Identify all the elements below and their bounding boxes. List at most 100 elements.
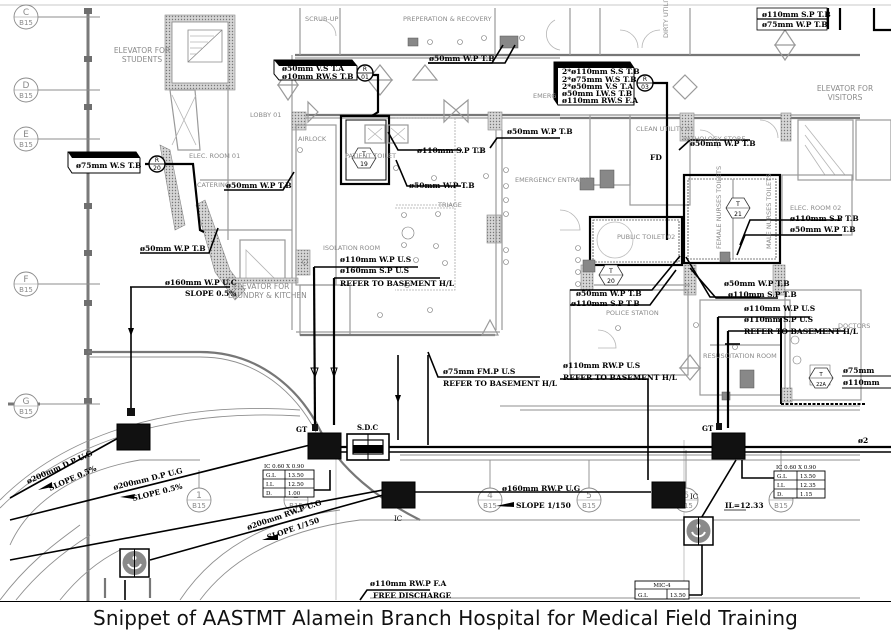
building-walls <box>159 8 891 405</box>
svg-text:PATIENT TOILET: PATIENT TOILET <box>345 152 396 160</box>
room-labels: SCRUB-UP PREPERATION & RECOVERY DIRTY UT… <box>114 0 873 360</box>
svg-text:MALE NURSES TOILETS: MALE NURSES TOILETS <box>765 174 773 249</box>
svg-text:T: T <box>735 201 740 208</box>
svg-text:ø110mm S.P T.B: ø110mm S.P T.B <box>571 299 640 308</box>
callout-top-right: ø110mm S.P T.B ø75mm W.P T.B <box>756 7 831 31</box>
rain-water-outlet-2 <box>119 548 150 578</box>
svg-text:PREPERATION & RECOVERY: PREPERATION & RECOVERY <box>403 15 492 23</box>
ic-table-2: IC 0.60 X 0.90 G.L 13.50 I.L 12.35 D. 1.… <box>773 465 826 499</box>
svg-text:R: R <box>155 157 159 164</box>
grid-bubble-5: 5 B15 <box>576 487 602 513</box>
riser-callout-r03: 2*ø110mm S.S T.B 2*ø75mm W.S T.B 2*ø50mm… <box>553 61 640 106</box>
svg-text:RESUSCITATION ROOM: RESUSCITATION ROOM <box>703 352 777 360</box>
svg-text:2*ø75mm W.S T.B: 2*ø75mm W.S T.B <box>562 75 637 84</box>
grid-bubble-G: G B15 <box>13 393 39 419</box>
svg-text:13.50: 13.50 <box>288 473 304 479</box>
slope-arrows <box>38 482 514 540</box>
svg-text:IC: IC <box>394 515 402 523</box>
svg-text:ø110mm S.P U.S: ø110mm S.P U.S <box>744 315 813 324</box>
svg-text:B15: B15 <box>582 502 596 510</box>
svg-text:SCRUB-UP: SCRUB-UP <box>305 15 339 23</box>
svg-text:20: 20 <box>153 165 161 172</box>
svg-text:03: 03 <box>641 84 649 91</box>
svg-text:ELEC. ROOM 02: ELEC. ROOM 02 <box>790 204 841 212</box>
gully-trap-1: GT <box>296 424 342 460</box>
svg-text:IC: IC <box>690 493 698 501</box>
grid-bubble-E: E B15 <box>13 126 39 152</box>
pipe-labels: ø50mm W.P T.B ø50mm W.P T.B ø110mm S.P T… <box>25 54 891 600</box>
svg-text:B15: B15 <box>19 408 33 416</box>
svg-text:R: R <box>643 76 647 83</box>
svg-text:CLEAN UTILITY 01: CLEAN UTILITY 01 <box>636 125 694 133</box>
svg-text:13.50: 13.50 <box>670 593 686 599</box>
mic-table: MIC-4 G.L 13.50 <box>634 580 690 600</box>
svg-text:IL=12.33: IL=12.33 <box>725 501 764 510</box>
svg-text:VISITORS: VISITORS <box>828 93 863 102</box>
svg-text:ø110mm RW.P F.A: ø110mm RW.P F.A <box>370 579 447 588</box>
svg-text:ø2: ø2 <box>858 436 868 445</box>
riser-callout-r01: ø50mm V.S T.A ø10mm RW.S T.B <box>273 59 358 81</box>
svg-text:ø50mm W.P T.B: ø50mm W.P T.B <box>429 54 495 63</box>
svg-text:21: 21 <box>734 211 742 218</box>
svg-text:01: 01 <box>361 74 369 81</box>
svg-text:ø50mm W.P T.B: ø50mm W.P T.B <box>724 279 790 288</box>
svg-text:DIRTY UTILITY: DIRTY UTILITY <box>662 0 670 38</box>
riser-tag-r01: R 01 <box>356 64 374 82</box>
svg-text:GT: GT <box>296 425 308 434</box>
svg-text:B15: B15 <box>19 286 33 294</box>
svg-text:SLOPE 1/150: SLOPE 1/150 <box>516 501 571 510</box>
svg-text:B15: B15 <box>19 92 33 100</box>
svg-text:ELEC. ROOM 01: ELEC. ROOM 01 <box>189 152 240 160</box>
svg-text:ø50mm W.P T.B: ø50mm W.P T.B <box>690 139 756 148</box>
svg-text:ELEVATOR FOR: ELEVATOR FOR <box>233 282 289 291</box>
svg-text:1.00: 1.00 <box>288 491 301 497</box>
svg-text:D.: D. <box>266 491 272 497</box>
svg-text:B15: B15 <box>774 502 788 510</box>
ic-table-1: IC 0.60 X 0.90 G.L 13.50 I.L 12.50 D. 1.… <box>262 464 315 498</box>
svg-text:B15: B15 <box>19 19 33 27</box>
svg-text:B15: B15 <box>192 502 206 510</box>
svg-text:19: 19 <box>360 161 368 168</box>
grid-bubble-C: C B15 <box>13 4 39 30</box>
svg-text:GT: GT <box>702 424 714 433</box>
svg-text:6: 6 <box>683 491 689 501</box>
svg-text:ELEVATOR FOR: ELEVATOR FOR <box>817 84 873 93</box>
riser-tag-r20: R 20 <box>148 155 166 173</box>
svg-text:G.L: G.L <box>777 474 787 480</box>
svg-text:MIC-4: MIC-4 <box>653 583 671 589</box>
svg-text:G.L: G.L <box>266 473 276 479</box>
svg-text:4: 4 <box>487 491 493 501</box>
svg-text:C: C <box>23 8 29 18</box>
svg-text:I.L: I.L <box>777 483 785 489</box>
site-roads <box>0 350 860 601</box>
svg-text:ø160mm W.P U.C: ø160mm W.P U.C <box>165 278 237 287</box>
svg-text:ø160mm RW.P U.G: ø160mm RW.P U.G <box>502 484 580 493</box>
plumbing-floor-plan: C B15 D B15 E B15 F B15 G B15 1 B15 2 B1… <box>0 0 891 602</box>
svg-text:5: 5 <box>586 491 592 501</box>
svg-text:STUDENTS: STUDENTS <box>122 55 163 64</box>
toilet-tag-20: T 20 <box>598 264 624 286</box>
svg-text:1.15: 1.15 <box>800 492 813 498</box>
svg-text:CATERING: CATERING <box>197 181 230 189</box>
caption-divider <box>0 601 891 602</box>
svg-text:E: E <box>23 130 29 140</box>
grid-bubble-1: 1 B15 <box>186 487 212 513</box>
svg-text:D: D <box>23 81 30 91</box>
svg-text:PATHOLOGY STORE: PATHOLOGY STORE <box>683 135 746 143</box>
rain-water-outlet-1 <box>683 516 714 546</box>
svg-text:REFER TO BASEMENT H/L: REFER TO BASEMENT H/L <box>744 327 859 336</box>
gully-trap-2: GT <box>702 423 746 460</box>
svg-text:ø50mm W.P T.B: ø50mm W.P T.B <box>507 127 573 136</box>
svg-text:POLICE STATION: POLICE STATION <box>606 309 659 317</box>
svg-text:LAUNDRY & KITCHEN: LAUNDRY & KITCHEN <box>228 291 307 300</box>
toilet-tag-22a: T 22A <box>808 367 834 389</box>
svg-text:EMERG: EMERG <box>533 92 556 100</box>
svg-text:FREE DISCHARGE: FREE DISCHARGE <box>373 591 452 600</box>
svg-text:SLOPE 0.5%: SLOPE 0.5% <box>185 289 236 298</box>
toilet-tag-21: T 21 <box>725 197 751 219</box>
svg-text:ø110mm RW.P U.S: ø110mm RW.P U.S <box>563 361 640 370</box>
svg-text:ø110mm RW.S F.A: ø110mm RW.S F.A <box>562 96 638 105</box>
svg-text:ø110mm S.P T.B: ø110mm S.P T.B <box>417 146 486 155</box>
svg-text:B15: B15 <box>679 502 693 510</box>
svg-text:ø75mm FM.P U.S: ø75mm FM.P U.S <box>443 367 515 376</box>
